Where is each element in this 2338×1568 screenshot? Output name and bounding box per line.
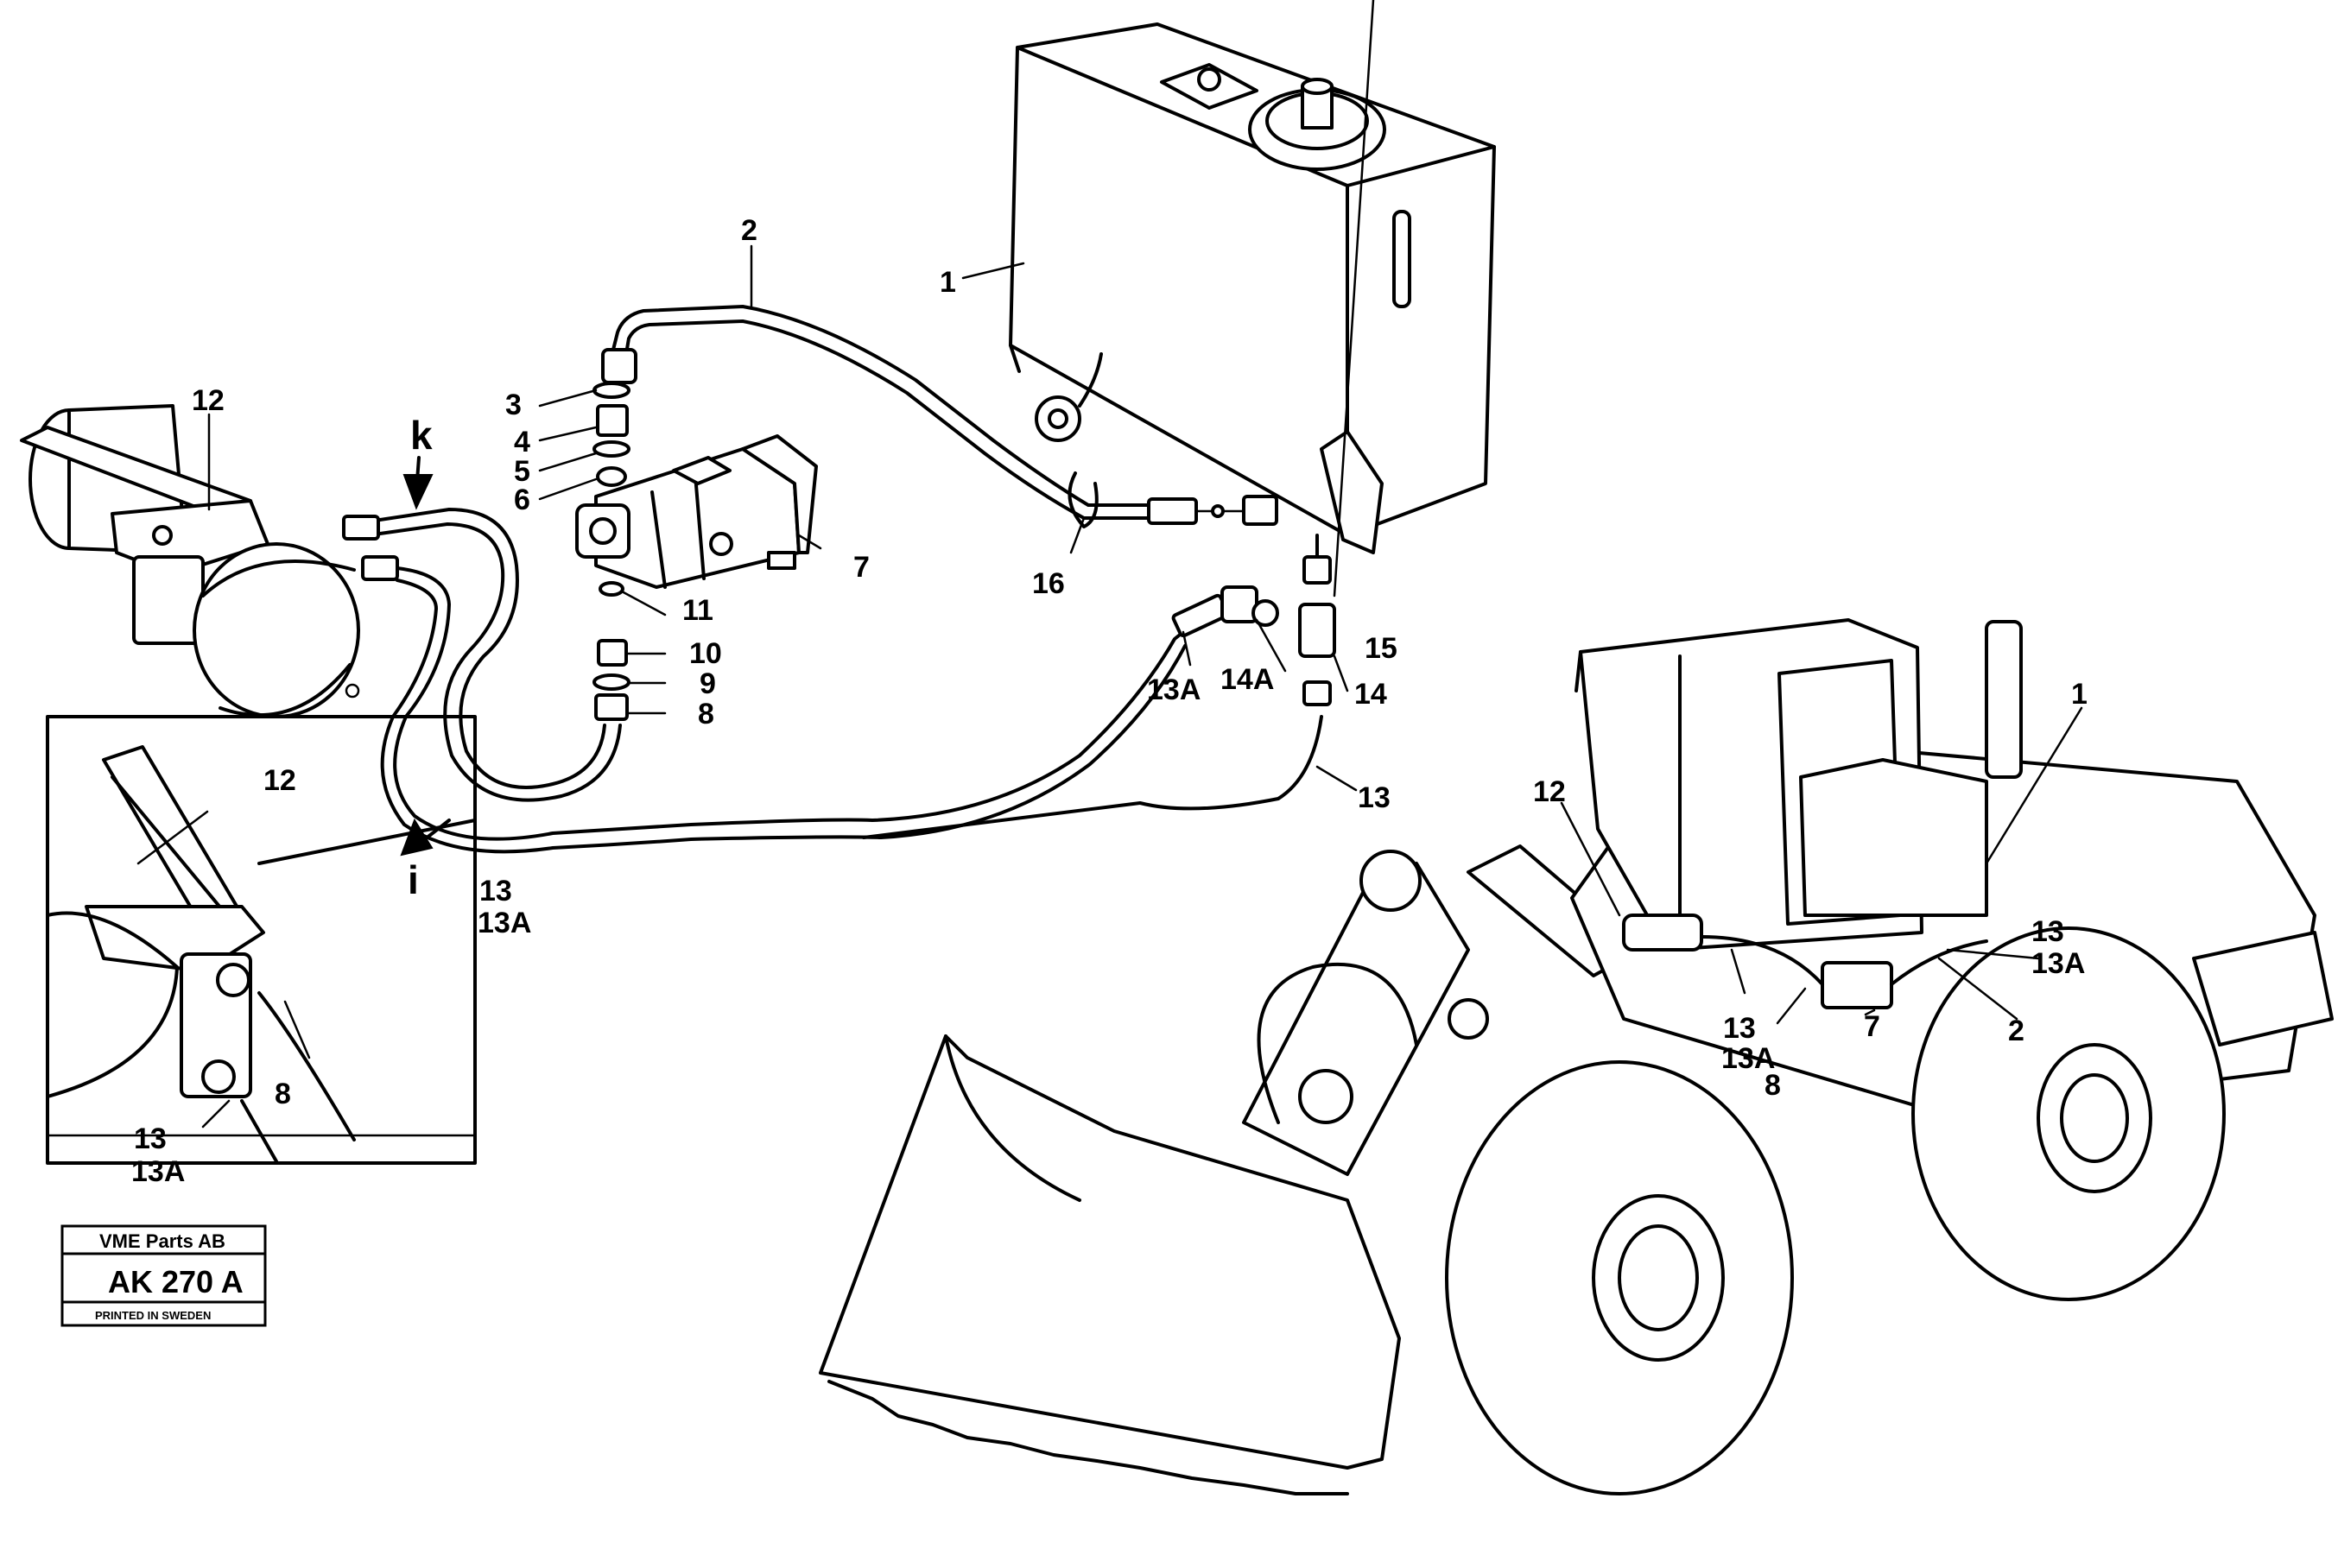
label-8: 8 [698,698,714,730]
label-13A-main: 13A [478,907,531,939]
label-4: 4 [514,426,530,458]
hoses-8-13 [378,508,1323,854]
label-13: 13 [1358,781,1391,814]
label-6: 6 [514,484,530,516]
wheel-loader [819,618,2334,1495]
hydraulic-tank [1009,22,1496,554]
leader-lines [136,0,2083,1129]
label-1: 1 [940,266,956,299]
stamp-code: AK 270 A [108,1264,244,1299]
inset-label-13: 13 [134,1122,167,1155]
label-14A: 14A [1220,663,1274,696]
stamp-company: VME Parts AB [99,1230,225,1252]
label-13A: 13A [1147,673,1201,706]
label-5: 5 [514,455,530,488]
machine-label-7: 7 [1864,1010,1880,1043]
machine-label-13-mid: 13 [1723,1012,1756,1045]
inset-detail [46,715,477,1165]
label-7: 7 [853,551,870,584]
inset-label-8: 8 [275,1078,291,1110]
label-9: 9 [700,667,716,700]
hose-2 [601,305,1278,528]
t-fitting-14 [1220,534,1336,706]
label-3: 3 [505,389,522,421]
label-i: i [408,857,419,902]
machine-label-12: 12 [1533,775,1566,808]
machine-label-2: 2 [2008,1015,2024,1047]
machine-label-1: 1 [2071,678,2088,711]
fitting-stack [592,382,630,721]
label-13-main: 13 [479,875,512,907]
label-k: k [410,413,433,458]
label-16: 16 [1032,567,1065,600]
pedal-brake-valve [20,404,399,718]
inset-label-13A: 13A [131,1155,185,1188]
machine-label-13-right: 13 [2031,915,2064,948]
machine-label-8: 8 [1765,1069,1781,1102]
brake-pump [575,434,818,589]
machine-label-13A-right: 13A [2031,947,2085,980]
label-15: 15 [1365,632,1397,665]
label-2: 2 [741,214,757,247]
stamp-printed: PRINTED IN SWEDEN [95,1309,211,1322]
machine-label-13A-mid: 13A [1721,1042,1775,1075]
label-11: 11 [682,594,713,627]
callout-labels: 1 2 3 4 5 6 7 8 9 10 11 12 13 13 13A 13A… [131,214,2088,1188]
vme-stamp: VME Parts AB AK 270 A PRINTED IN SWEDEN [60,1224,267,1327]
inset-label-12: 12 [263,764,296,797]
label-10: 10 [689,637,722,670]
label-14: 14 [1354,678,1387,711]
label-12: 12 [192,384,225,417]
